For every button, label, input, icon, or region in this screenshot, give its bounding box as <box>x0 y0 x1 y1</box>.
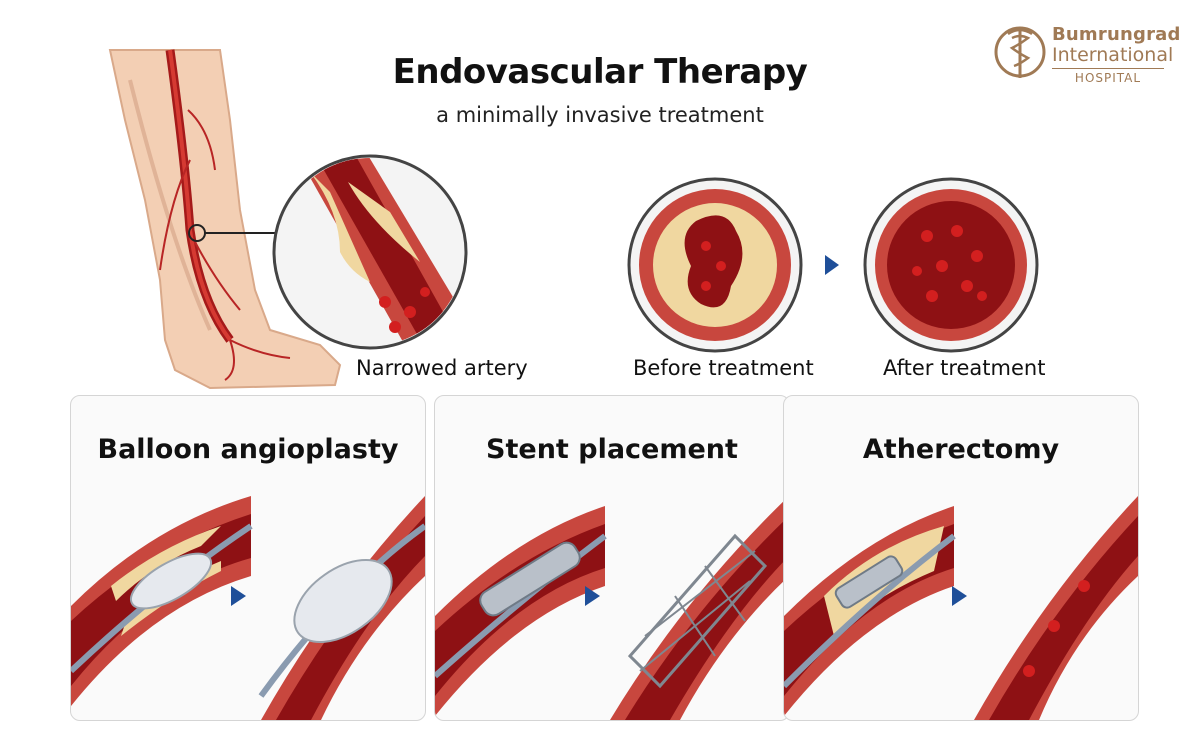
before-treatment-label: Before treatment <box>633 356 814 380</box>
leg-illustration <box>108 49 342 390</box>
logo-line-2: International <box>1052 44 1174 66</box>
panel-stent-placement: Stent placement <box>434 395 790 721</box>
narrowed-artery-label: Narrowed artery <box>356 356 528 380</box>
logo-line-1: Bumrungrad <box>1052 24 1181 45</box>
panel-title: Atherectomy <box>862 434 1060 465</box>
arrow-right-icon <box>952 586 967 606</box>
before-treatment-cross-section <box>627 177 803 353</box>
arrow-right-icon <box>231 586 246 606</box>
panel-title: Stent placement <box>486 434 738 465</box>
narrowed-artery-zoom <box>272 154 468 350</box>
panel-title: Balloon angioplasty <box>97 434 399 465</box>
after-treatment-cross-section <box>863 177 1039 353</box>
panel-balloon-angioplasty: Balloon angioplasty <box>70 395 426 721</box>
page-subtitle: a minimally invasive treatment <box>436 103 764 127</box>
arrow-right-icon <box>825 255 839 275</box>
hospital-logo: Bumrungrad International HOSPITAL <box>990 20 1180 90</box>
arrow-right-icon <box>585 586 600 606</box>
page-title: Endovascular Therapy <box>392 52 808 92</box>
caduceus-icon <box>994 26 1046 78</box>
logo-rule <box>1052 68 1164 69</box>
panel-atherectomy: Atherectomy <box>783 395 1139 721</box>
after-treatment-label: After treatment <box>883 356 1046 380</box>
logo-line-3: HOSPITAL <box>1074 71 1142 85</box>
